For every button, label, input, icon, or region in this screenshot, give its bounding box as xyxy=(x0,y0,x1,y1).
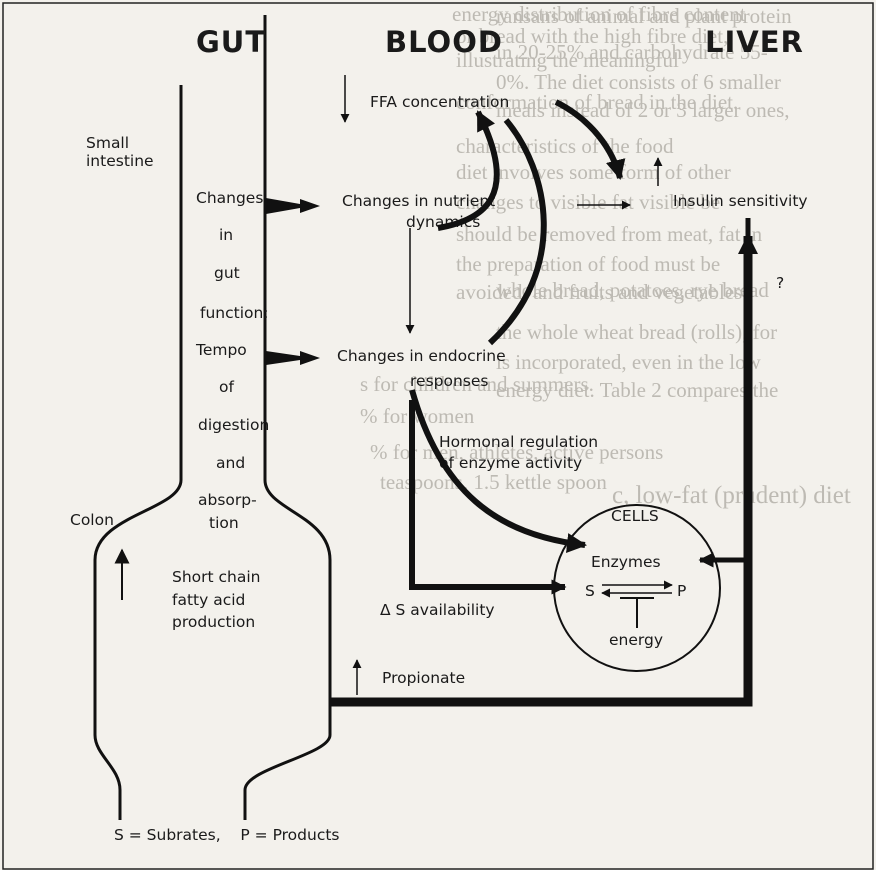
arrow-s-availability xyxy=(412,400,565,587)
insulin-sensitivity-label: Insulin sensitivity xyxy=(673,192,808,210)
enzymes-label: Enzymes xyxy=(591,553,661,571)
figure-frame xyxy=(3,3,873,869)
legend-text: S = Subrates, P = Products xyxy=(114,826,340,844)
cells-label: CELLS xyxy=(611,507,659,525)
scfa-production-label: Short chain fatty acid production xyxy=(172,568,265,631)
ffa-concentration-label: FFA concentration xyxy=(370,93,509,111)
changes-gut-function-label: Changes in gut function: xyxy=(196,189,269,322)
arrow-gut-to-nutrient xyxy=(266,198,320,214)
arrow-liver-to-enzymes xyxy=(700,218,748,560)
arrow-tempo-to-endocrine xyxy=(266,351,320,365)
arrow-ffa-to-insulin xyxy=(556,102,620,178)
propionate-label: Propionate xyxy=(382,669,465,687)
s-availability-label: Δ S availability xyxy=(380,601,495,619)
hormonal-regulation-label: Hormonal regulation of enzyme activity xyxy=(439,433,603,472)
arrow-ffa-to-endocrine-curve xyxy=(490,120,544,343)
gut-left-wall xyxy=(95,85,181,820)
blood-header: BLOOD xyxy=(385,25,503,59)
product-label: P xyxy=(677,582,686,600)
colon-label: Colon xyxy=(70,511,114,529)
small-intestine-label: Small intestine xyxy=(86,134,154,170)
tempo-digestion-label: Tempo of digestion and absorp- tion xyxy=(195,341,274,532)
substrate-label: S xyxy=(585,582,595,600)
liver-header: LIVER xyxy=(705,25,804,59)
gut-header: GUT xyxy=(196,25,266,59)
question-mark: ? xyxy=(776,274,784,292)
energy-label: energy xyxy=(609,631,663,649)
arrow-nutrient-to-ffa xyxy=(438,112,497,228)
endocrine-responses-label: Changes in endocrine responses xyxy=(337,347,511,390)
